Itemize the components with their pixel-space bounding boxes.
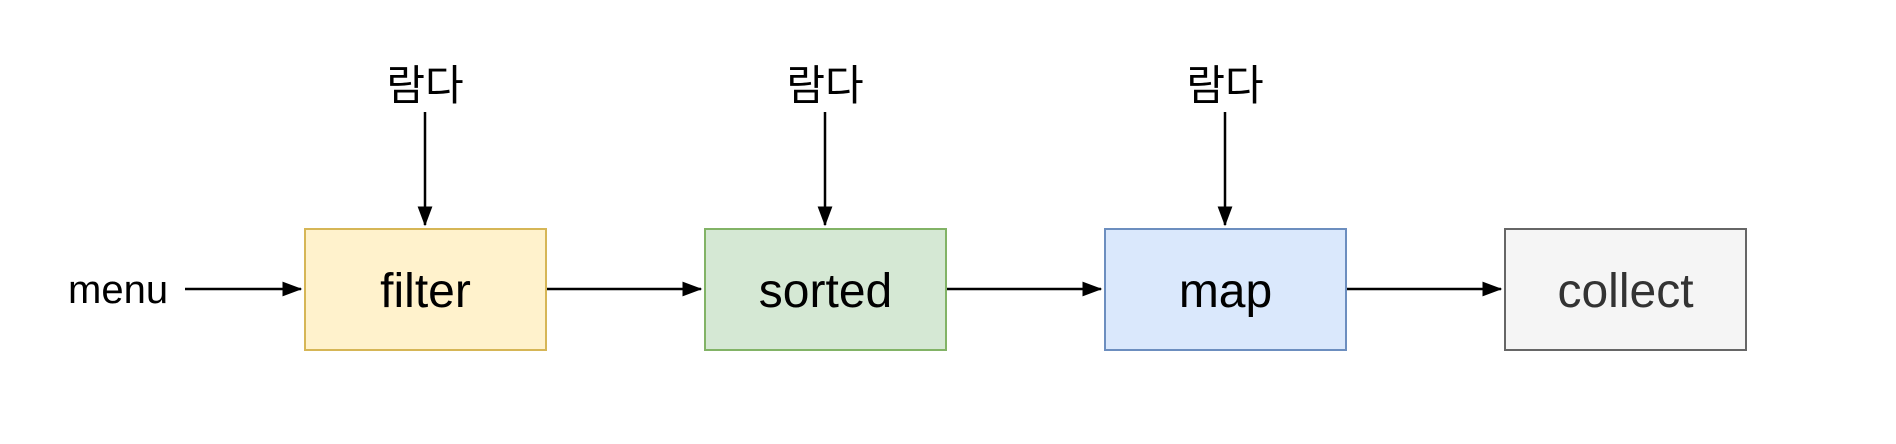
node-sorted-label: sorted [759,265,892,318]
lambda-label-sorted: 람다 [786,62,863,109]
node-sorted-box [704,228,947,351]
lambda-label-map: 람다 [1186,62,1263,109]
node-collect: collect [1504,228,1747,351]
node-filter-label: filter [380,265,471,318]
node-filter: filter [304,228,547,351]
source-label-menu: menu [68,268,168,312]
node-map: map [1104,228,1347,351]
node-filter-box [304,228,547,351]
node-map-box [1104,228,1347,351]
lambda-label-filter: 람다 [386,62,463,109]
node-collect-label: collect [1557,265,1693,318]
node-collect-box [1504,228,1747,351]
node-map-label: map [1179,265,1272,318]
node-sorted: sorted [704,228,947,351]
